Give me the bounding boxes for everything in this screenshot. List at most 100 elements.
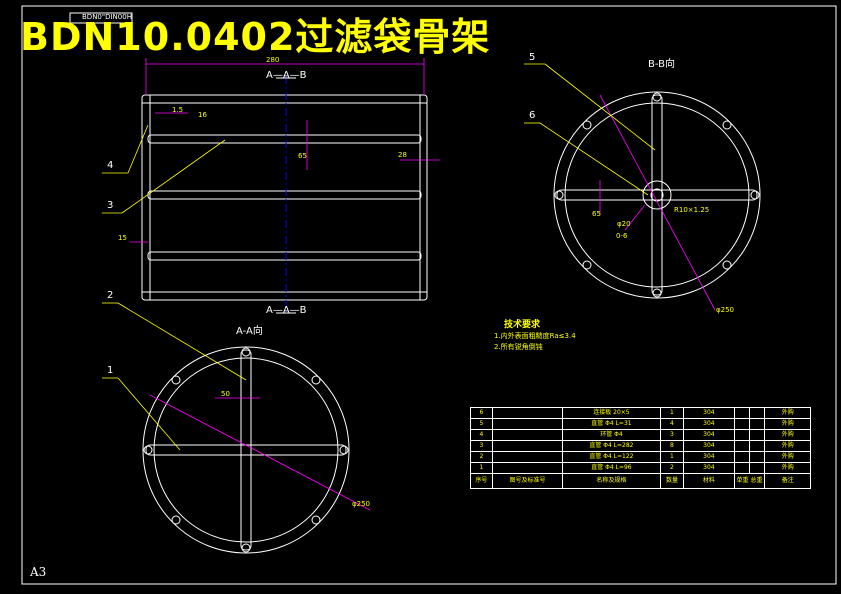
bom-cell-material: 304: [683, 451, 735, 463]
bom-cell-name: 直管 Φ4 L=31: [562, 418, 661, 430]
bom-header-note: 备注: [764, 473, 811, 489]
section-mark-top: A—A—B: [266, 70, 307, 81]
bom-cell-qty: 1: [659, 407, 685, 419]
bom-cell-unit: [733, 440, 750, 452]
bom-cell-total: [748, 418, 766, 430]
bom-cell-unit: [733, 429, 750, 441]
callout-4: 4: [107, 160, 114, 171]
bom-cell-name: 直管 Φ4 L=282: [562, 440, 661, 452]
bom-cell-name: 直管 Φ4 L=122: [562, 451, 661, 463]
bom-cell-no: 4: [470, 429, 493, 441]
bom-cell-material: 304: [683, 407, 735, 419]
tech-requirements: 技术要求 1.内外表面粗糙度Ra≤3.4 2.所有锐角倒钝: [494, 320, 576, 353]
bom-cell-qty: 2: [659, 462, 685, 474]
bom-cell-qty: 3: [659, 429, 685, 441]
section-bb-view: [553, 91, 761, 299]
sheet-size: A3: [30, 565, 47, 579]
drawing-code-box: [69, 12, 133, 24]
bom-cell-name: 直管 Φ4 L=96: [562, 462, 661, 474]
front-dimensions: [130, 58, 440, 243]
callout-2: 2: [107, 290, 114, 301]
bom-cell-total: [748, 462, 766, 474]
sheet-border: [21, 5, 837, 585]
bom-header-weight: 单重 总重: [733, 473, 766, 489]
bom-cell-material: 304: [683, 418, 735, 430]
bom-cell-no: 6: [470, 407, 493, 419]
bom-cell-note: 外购: [764, 407, 811, 419]
bom-cell-no: 5: [470, 418, 493, 430]
section-aa-label: A-A向: [236, 326, 263, 337]
bom-header-material: 材料: [683, 473, 735, 489]
bom-cell-total: [748, 451, 766, 463]
bom-cell-qty: 8: [659, 440, 685, 452]
bom-cell-material: 304: [683, 462, 735, 474]
dim-bb-hub2: 0-6: [616, 232, 628, 240]
section-aa-dims: [149, 394, 371, 511]
dim-bb-spacing: 65: [592, 210, 601, 218]
bom-header-row: 序号 图号及标准号 名称及规格 数量 材料 单重 总重 备注: [470, 473, 811, 489]
bom-cell-no: 3: [470, 440, 493, 452]
front-view: [141, 94, 428, 301]
section-aa-view: [142, 346, 350, 554]
dim-aa-spoke: 50: [221, 390, 230, 398]
bom-header-name: 名称及规格: [562, 473, 661, 489]
bom-cell-code: [491, 418, 564, 430]
callout-5: 5: [529, 52, 536, 63]
bom-cell-total: [748, 429, 766, 441]
tech-heading: 技术要求: [504, 320, 541, 330]
bom-cell-name: 连接板 20×5: [562, 407, 661, 419]
section-bb-label: B-B向: [648, 59, 675, 70]
bom-cell-no: 2: [470, 451, 493, 463]
section-mark-bottom: A—A—B: [266, 305, 307, 316]
callout-6: 6: [529, 110, 536, 121]
drawing-title: BDN10.0402过滤袋骨架: [20, 15, 491, 59]
bom-cell-no: 1: [470, 462, 493, 474]
bom-cell-total: [748, 440, 766, 452]
bom-cell-material: 304: [683, 440, 735, 452]
bom-cell-unit: [733, 451, 750, 463]
bom-cell-code: [491, 451, 564, 463]
dim-bb-hub: R10×1.25: [674, 206, 710, 214]
bom-cell-code: [491, 429, 564, 441]
callout-1: 1: [107, 365, 114, 376]
tech-item-2: 2.所有锐角倒钝: [494, 343, 543, 351]
bom-header-no: 序号: [470, 473, 493, 489]
dim-bb-hole: φ20: [617, 220, 631, 228]
bom-cell-qty: 4: [659, 418, 685, 430]
bom-cell-note: 外购: [764, 429, 811, 441]
bom-cell-code: [491, 462, 564, 474]
callout-3: 3: [107, 200, 114, 211]
tech-item-1: 1.内外表面粗糙度Ra≤3.4: [494, 332, 576, 340]
dim-inner: 1.5: [172, 106, 184, 114]
front-section-marks: [276, 77, 296, 314]
bom-cell-note: 外购: [764, 418, 811, 430]
bom-cell-material: 304: [683, 429, 735, 441]
leader-lines: [102, 63, 656, 451]
bom-cell-unit: [733, 418, 750, 430]
dim-right-gap: 28: [398, 151, 407, 159]
dim-bb-diameter: φ250: [716, 306, 734, 314]
bom-cell-code: [491, 407, 564, 419]
dim-rod-spacing: 65: [298, 152, 307, 160]
bom-cell-code: [491, 440, 564, 452]
dim-overall-length: 280: [266, 56, 280, 64]
drawing-code: BDN0"DIN00H: [82, 13, 132, 21]
bom-cell-qty: 1: [659, 451, 685, 463]
bom-header-code: 图号及标准号: [491, 473, 564, 489]
dim-left-offset: 15: [118, 234, 127, 242]
bom-cell-note: 外购: [764, 451, 811, 463]
bom-cell-unit: [733, 462, 750, 474]
bom-cell-name: 环管 Φ4: [562, 429, 661, 441]
section-bb-dims: [599, 94, 716, 311]
dim-top-small: 16: [198, 111, 207, 119]
dim-aa-diameter: φ250: [352, 500, 370, 508]
bom-cell-note: 外购: [764, 462, 811, 474]
bom-cell-note: 外购: [764, 440, 811, 452]
